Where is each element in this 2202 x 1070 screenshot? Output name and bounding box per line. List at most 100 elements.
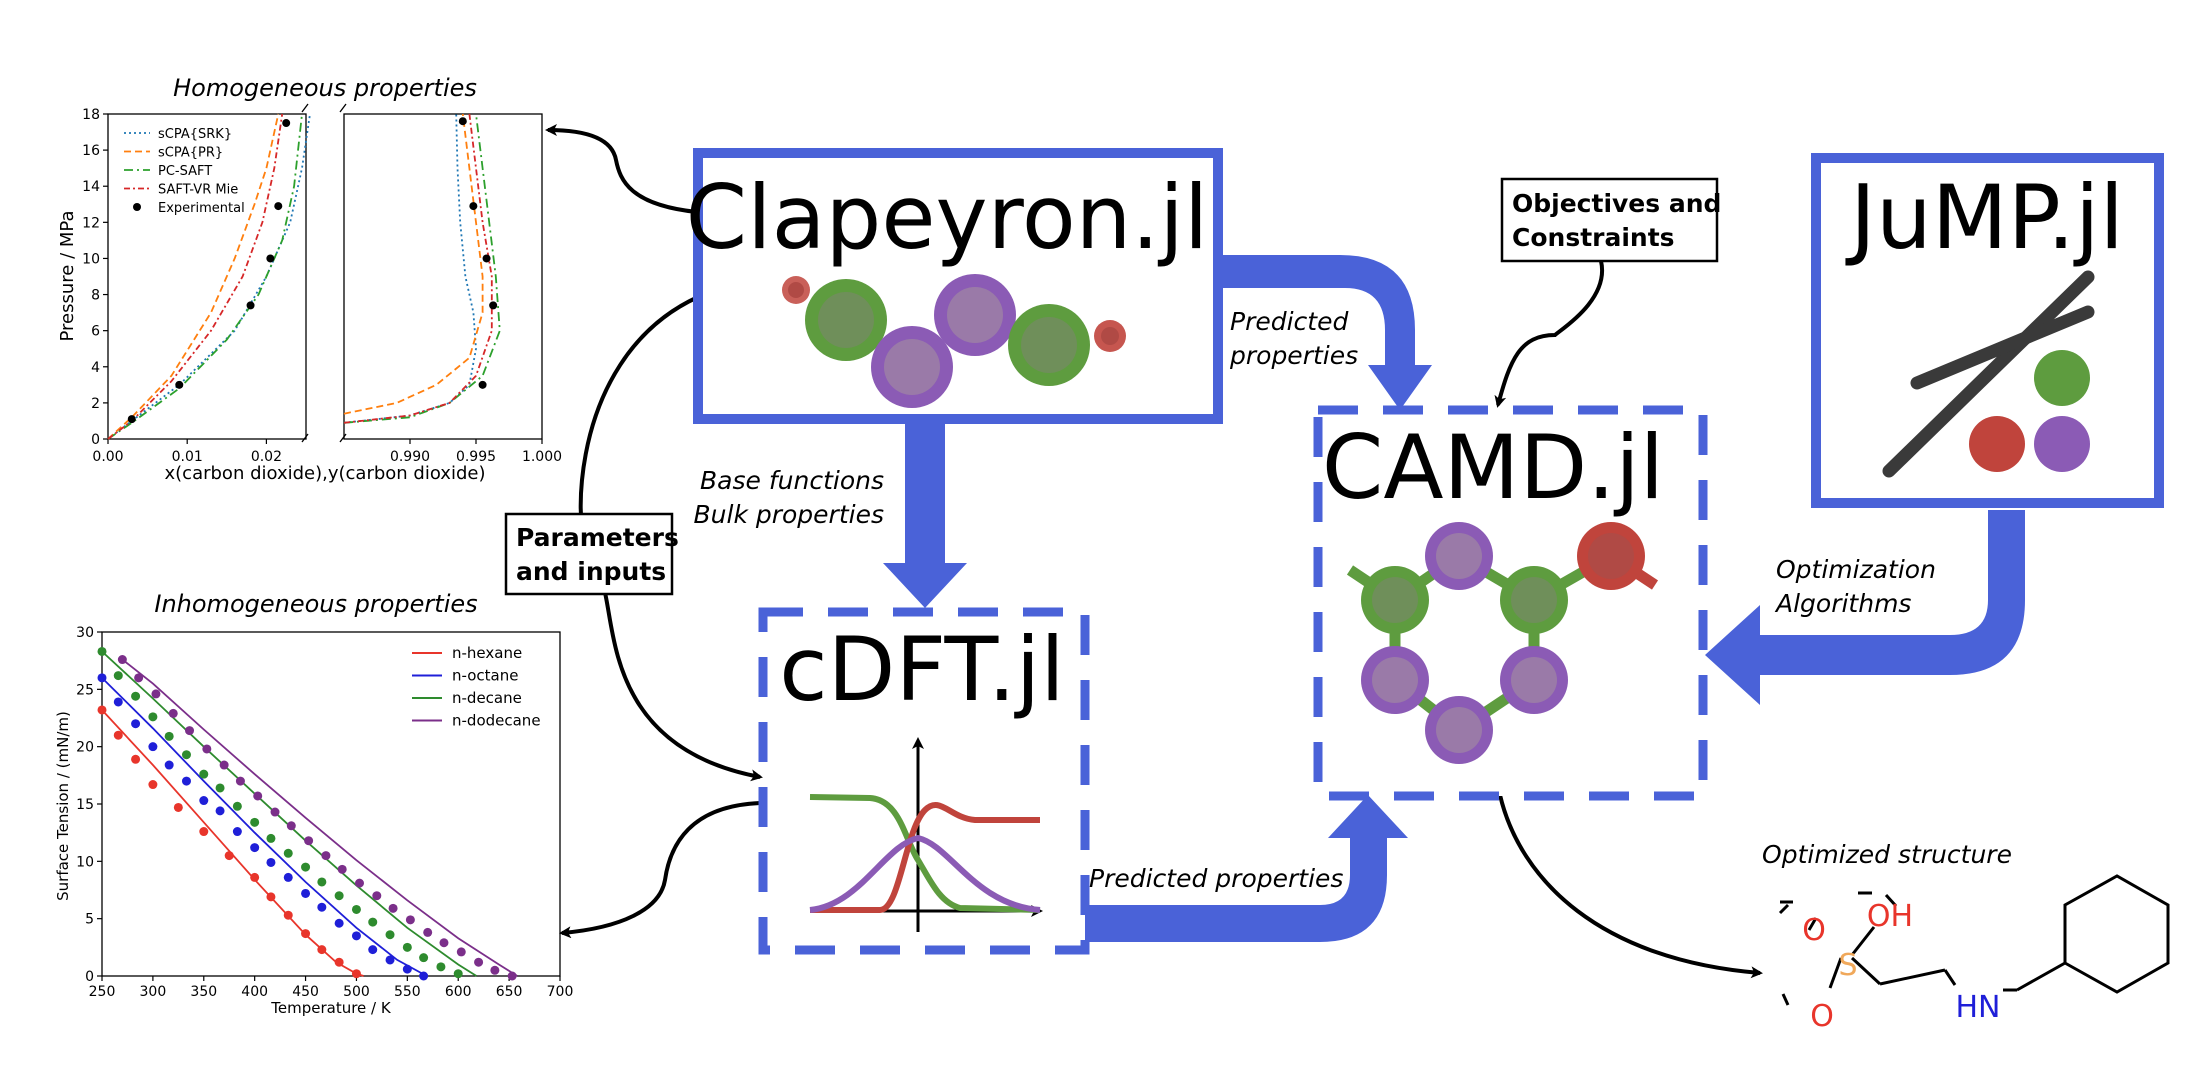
data-point [185, 726, 195, 736]
thick-arrows [883, 255, 2025, 942]
cdft-frame [758, 607, 1090, 955]
y-tick-label: 0 [85, 969, 94, 985]
y-tick-label: 0 [91, 432, 100, 448]
y-tick-label: 5 [85, 912, 94, 928]
data-point [436, 962, 446, 972]
experimental-point [282, 119, 291, 128]
data-point [131, 691, 141, 701]
predicted-top-line2: properties [1229, 341, 1358, 370]
legend-label: sCPA{SRK} [158, 127, 232, 142]
data-point [148, 712, 158, 722]
optimized-structure: Optimized structure O O OH S HN [1762, 840, 2170, 1034]
camd-title: CAMD.jl [1322, 416, 1664, 519]
experimental-point [458, 117, 467, 126]
x-tick-label: 550 [394, 984, 421, 1000]
cdft-block[interactable]: cDFT.jl [758, 607, 1090, 955]
data-point [334, 918, 344, 928]
y-tick-label: 16 [82, 143, 100, 159]
objectives-line2: Constraints [1512, 223, 1675, 252]
series-line [101, 650, 477, 977]
data-point [113, 730, 123, 740]
data-point [507, 971, 517, 981]
data-point [219, 760, 229, 770]
axis-break-marks [301, 103, 347, 443]
data-point [235, 776, 245, 786]
x-tick-label: 350 [190, 984, 217, 1000]
y-tick-label: 14 [82, 179, 100, 195]
x-tick-label: 0.995 [456, 449, 496, 465]
experimental-point [489, 301, 498, 310]
data-point [199, 796, 209, 806]
data-point [474, 957, 484, 967]
data-point [168, 708, 178, 718]
camd-block[interactable]: CAMD.jl [1313, 405, 1708, 801]
x-tick-label: 400 [241, 984, 268, 1000]
right-panel-frame [343, 113, 543, 440]
data-point [164, 760, 174, 770]
series-line [343, 113, 484, 415]
objectives-box[interactable]: Objectives and Constraints [1500, 177, 1721, 263]
data-point [232, 801, 242, 811]
parameters-box[interactable]: Parameters and inputs [504, 512, 679, 596]
structure-bonds [1828, 874, 2170, 994]
optimization-line1: Optimization [1776, 555, 1936, 584]
clapeyron-block[interactable]: Clapeyron.jl [686, 148, 1223, 424]
data-point [250, 843, 260, 853]
base-functions-label: Base functions [700, 466, 884, 495]
data-point [148, 780, 158, 790]
data-point [334, 957, 344, 967]
clapeyron-to-cdft-arrow [883, 420, 967, 608]
structure-dashes [1778, 891, 1898, 1006]
predicted-top-line1: Predicted [1230, 307, 1348, 336]
data-point [354, 878, 364, 888]
data-point [266, 892, 276, 902]
oxygen-label-2: O [1810, 999, 1834, 1034]
x-tick-label: 600 [445, 984, 472, 1000]
x-tick-label: 0.00 [92, 449, 123, 465]
x-tick-label: 650 [496, 984, 523, 1000]
arrow-labels: Predicted properties Base functions Bulk… [694, 307, 1936, 893]
structure-title: Optimized structure [1762, 840, 2012, 869]
y-tick-label: 15 [76, 797, 94, 813]
data-point [224, 851, 234, 861]
objectives-line1: Objectives and [1512, 189, 1721, 218]
clapeyron-to-camd-arrow [1223, 255, 1432, 410]
data-point [97, 646, 107, 656]
series-line [121, 658, 518, 977]
jump-logo-icon [1882, 270, 2095, 478]
x-tick-label: 0.02 [251, 449, 282, 465]
x-tick-label: 450 [292, 984, 319, 1000]
data-point [270, 807, 280, 817]
data-point [351, 969, 361, 979]
parameters-line2: and inputs [516, 557, 666, 586]
cdft-profile-icon [809, 737, 1043, 932]
y-tick-label: 6 [91, 324, 100, 340]
hydroxyl-label: OH [1867, 899, 1913, 934]
homogeneous-ylabel: Pressure / MPa [57, 211, 78, 342]
data-point [334, 891, 344, 901]
data-point [368, 945, 378, 955]
data-point [202, 744, 212, 754]
data-point [97, 705, 107, 715]
clapeyron-title: Clapeyron.jl [686, 166, 1209, 269]
data-point [113, 697, 123, 707]
data-point [405, 915, 415, 925]
predicted-bottom-label: Predicted properties [1089, 864, 1343, 893]
data-point [215, 806, 225, 816]
experimental-point [127, 415, 136, 424]
jump-block[interactable]: JuMP.jl [1811, 153, 2164, 508]
legend-label: sCPA{PR} [158, 146, 223, 161]
homogeneous-title: Homogeneous properties [173, 74, 477, 102]
data-point [199, 769, 209, 779]
amine-label: HN [1956, 990, 2001, 1025]
experimental-point [246, 301, 255, 310]
data-point [317, 902, 327, 912]
jump-to-camd-arrow [1705, 510, 2025, 705]
y-tick-label: 25 [76, 682, 94, 698]
clapeyron-to-homog-arrow [545, 124, 698, 214]
data-point [301, 862, 311, 872]
x-tick-label: 0.990 [390, 449, 430, 465]
data-point [337, 864, 347, 874]
